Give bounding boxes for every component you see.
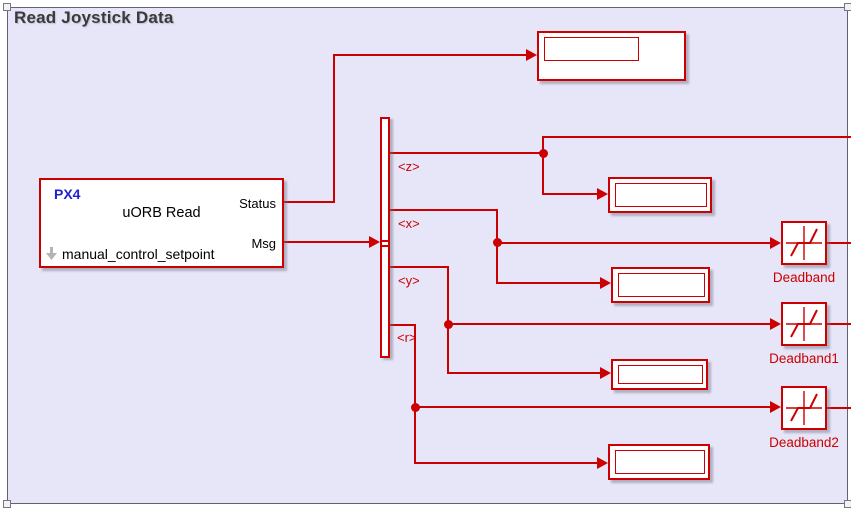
wire-x-to-deadband[interactable] [497, 242, 771, 244]
topic-row: manual_control_setpoint [45, 246, 215, 262]
deadband1-block[interactable] [781, 302, 827, 346]
deadband-curve-icon [783, 223, 825, 263]
junction-dot-r [411, 403, 420, 412]
px4-uorb-read-block[interactable]: PX4 uORB Read Status Msg manual_control_… [39, 178, 284, 268]
display-value [615, 183, 707, 207]
wire-z-to-display[interactable] [542, 193, 598, 195]
resize-handle-bottom-left[interactable] [3, 500, 11, 508]
arrowhead-x-display [600, 277, 611, 289]
deadband-curve-icon [783, 388, 825, 428]
wire-r-seg1[interactable] [390, 324, 415, 326]
resize-handle-bottom-right[interactable] [844, 500, 851, 508]
wire-z-to-right-edge[interactable] [542, 136, 851, 138]
wire-r-down1[interactable] [414, 324, 416, 408]
wire-status-seg2[interactable] [333, 54, 335, 203]
wire-r-down2[interactable] [414, 406, 416, 464]
wire-r-to-display[interactable] [414, 462, 598, 464]
arrowhead-z-display [597, 188, 608, 200]
display-y-block[interactable] [611, 359, 708, 390]
arrowhead-y-deadband [770, 318, 781, 330]
area-title: Read Joystick Data [14, 8, 174, 27]
wire-y-to-display[interactable] [447, 372, 601, 374]
resize-handle-top-left[interactable] [3, 3, 11, 11]
arrowhead-r-display [597, 457, 608, 469]
wire-deadband-out[interactable] [827, 242, 851, 244]
block-name-deadband: Deadband [772, 270, 836, 285]
wire-z-down[interactable] [542, 152, 544, 194]
junction-dot-x [493, 238, 502, 247]
down-arrow-icon [45, 247, 58, 261]
deadband-block[interactable] [781, 221, 827, 265]
block-name-deadband1: Deadband1 [769, 351, 839, 366]
topic-label: manual_control_setpoint [62, 246, 215, 262]
port-label-msg: Msg [251, 236, 276, 251]
arrowhead-bus-input [369, 236, 380, 248]
wire-deadband1-out[interactable] [827, 323, 851, 325]
arrowhead-x-deadband [770, 237, 781, 249]
deadband-curve-icon [783, 304, 825, 344]
display-value [615, 450, 705, 474]
bus-selector[interactable] [380, 117, 390, 358]
arrowhead-r-deadband [770, 401, 781, 413]
display-value [618, 273, 705, 297]
wire-deadband2-out[interactable] [827, 407, 851, 409]
port-label-status: Status [239, 196, 276, 211]
arrowhead-status-display [526, 49, 537, 61]
wire-msg[interactable] [284, 241, 370, 243]
display-r-block[interactable] [608, 444, 710, 480]
wire-y-to-deadband[interactable] [448, 323, 771, 325]
block-name-deadband2: Deadband2 [769, 435, 839, 450]
junction-dot-z [539, 149, 548, 158]
wire-z-seg1[interactable] [390, 152, 544, 154]
resize-handle-top-right[interactable] [844, 3, 851, 11]
wire-y-seg1[interactable] [390, 266, 448, 268]
junction-dot-y [444, 320, 453, 329]
display-status-block[interactable] [537, 31, 686, 81]
signal-label-z: <z> [398, 159, 420, 174]
wire-x-seg1[interactable] [390, 209, 497, 211]
wire-status-seg1[interactable] [284, 201, 333, 203]
bus-input-mark [382, 240, 388, 242]
wire-y-down1[interactable] [447, 266, 449, 325]
wire-y-down2[interactable] [447, 323, 449, 373]
wire-r-to-deadband[interactable] [415, 406, 771, 408]
deadband2-block[interactable] [781, 386, 827, 430]
display-value [618, 365, 703, 384]
bus-input-mark [382, 245, 388, 247]
wire-status-seg3[interactable] [333, 54, 527, 56]
signal-label-y: <y> [398, 273, 420, 288]
px4-brand-label: PX4 [54, 186, 81, 202]
wire-x-down2[interactable] [496, 242, 498, 283]
wire-z-up[interactable] [542, 136, 544, 154]
display-value [544, 37, 639, 61]
display-x-block[interactable] [611, 267, 710, 303]
block-name-uorb-read: uORB Read [122, 205, 201, 221]
signal-label-x: <x> [398, 216, 420, 231]
signal-label-r: <r> [397, 330, 417, 345]
wire-x-to-display[interactable] [496, 282, 601, 284]
arrowhead-y-display [600, 367, 611, 379]
wire-x-down1[interactable] [496, 209, 498, 244]
display-z-block[interactable] [608, 177, 712, 213]
